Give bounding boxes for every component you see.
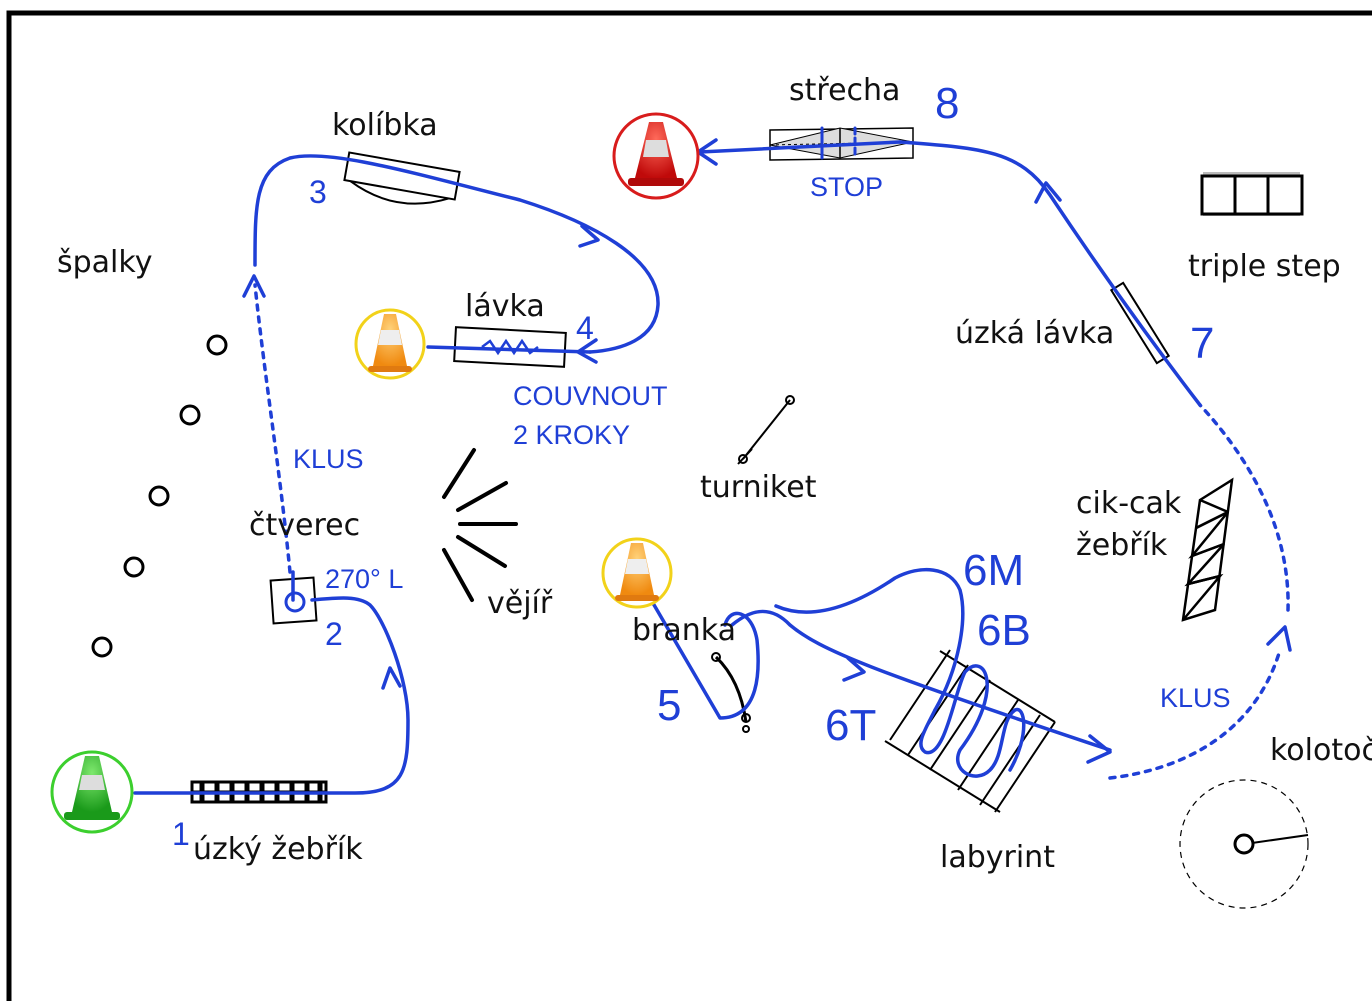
stepping-stone — [91, 636, 113, 658]
route-segment-4 — [426, 345, 592, 354]
route-segment-klus-up — [253, 283, 292, 574]
arena-border — [6, 10, 1372, 1001]
arrow-right-icon — [578, 224, 600, 248]
arrow-right-icon — [842, 656, 866, 682]
arrow-up-icon — [1266, 625, 1292, 652]
plank-wave — [481, 338, 539, 356]
note-stop: STOP — [810, 172, 883, 202]
station-number-8: 8 — [935, 79, 959, 128]
stepping-stone — [123, 556, 145, 578]
label-turniket: turniket — [700, 470, 817, 505]
note-turn-270: 270° L — [325, 564, 403, 594]
route-segment-6m — [774, 567, 965, 712]
course-route — [133, 126, 1290, 795]
arrow-up-icon — [1034, 181, 1062, 204]
label-lavka: lávka — [465, 289, 545, 324]
label-labyrint: labyrint — [940, 840, 1055, 875]
station-number-2: 2 — [325, 616, 343, 652]
route-segment-8 — [698, 140, 902, 154]
merry-go-round-obstacle — [1179, 779, 1309, 909]
label-vejir: vějíř — [487, 586, 553, 621]
fan-obstacle — [442, 448, 518, 602]
stepping-stone — [179, 404, 201, 426]
zigzag-ladder-obstacle — [1181, 477, 1234, 622]
yellow-traffic-cone-icon — [601, 537, 673, 609]
label-strecha: střecha — [789, 73, 900, 108]
green-traffic-cone-icon — [50, 750, 134, 834]
route-segment-klus-right — [1108, 648, 1282, 780]
arrow-right-icon — [1086, 734, 1112, 764]
stepping-stones — [91, 334, 228, 658]
label-uzky-zebrik: úzký žebřík — [193, 832, 363, 867]
note-couvnout-line2: 2 KROKY — [513, 420, 630, 450]
station-number-4: 4 — [576, 310, 594, 346]
route-segment-5b — [730, 609, 1112, 752]
route-segment-7 — [898, 140, 1202, 407]
route-segment-1 — [133, 596, 410, 795]
turn-circle-marker — [284, 591, 306, 613]
note-klus-right: KLUS — [1160, 683, 1231, 713]
route-segment-zigzag — [1198, 403, 1290, 612]
arrow-up-icon — [242, 274, 266, 298]
label-triple-step: triple step — [1188, 249, 1341, 284]
arrow-up-icon — [381, 666, 402, 690]
station-number-7: 7 — [1190, 319, 1214, 368]
yellow-traffic-cone-icon — [354, 308, 426, 380]
label-ctverec: čtverec — [249, 508, 360, 543]
label-uzka-lavka: úzká lávka — [955, 316, 1114, 351]
station-number-5: 5 — [657, 681, 681, 730]
route-segment-3 — [253, 154, 660, 354]
note-couvnout-line1: COUVNOUT — [513, 381, 668, 411]
route-segment-5 — [648, 596, 760, 720]
label-kolotoc: kolotoč — [1270, 733, 1372, 768]
stepping-stone — [148, 485, 170, 507]
label-spalky: špalky — [57, 245, 152, 280]
labyrinth-obstacle — [884, 649, 1056, 813]
route-segment-labyrinth — [919, 664, 1026, 778]
station-number-1: 1 — [172, 816, 190, 852]
label-branka: branka — [632, 613, 736, 648]
red-traffic-cone-icon — [612, 112, 700, 200]
label-cik-cak-line2: žebřík — [1076, 528, 1168, 563]
stepping-stone — [206, 334, 228, 356]
triple-step-obstacle — [1200, 172, 1304, 216]
gate-obstacle — [711, 652, 751, 733]
station-number-6t: 6T — [825, 701, 876, 750]
turnstile-obstacle — [737, 395, 795, 465]
station-number-3: 3 — [309, 174, 327, 210]
note-klus-left: KLUS — [293, 444, 364, 474]
label-cik-cak-line1: cik-cak — [1076, 486, 1182, 521]
arrow-left-icon — [576, 338, 598, 364]
label-kolibka: kolíbka — [332, 108, 438, 143]
station-number-6m: 6M — [963, 546, 1024, 595]
route-arrows — [242, 138, 1292, 764]
station-number-6b: 6B — [977, 606, 1031, 655]
